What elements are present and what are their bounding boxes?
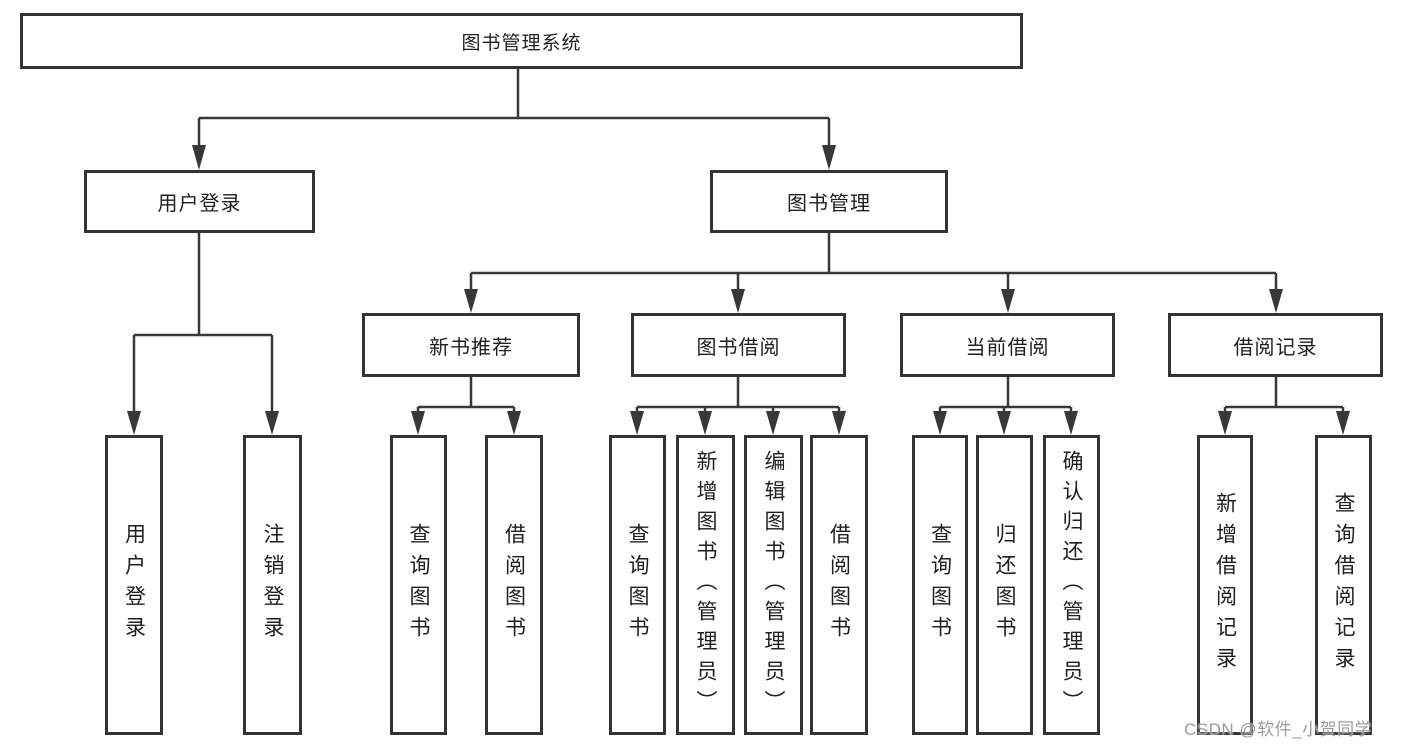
node-book-mgmt-label: 图书管理	[787, 193, 871, 215]
leaf-add-book-admin-label: 新增图书（管理员）	[694, 450, 717, 720]
arrow-down-icon	[698, 411, 712, 435]
leaf-edit-book-admin: 编辑图书（管理员）	[744, 435, 803, 735]
node-borrow-record: 借阅记录	[1168, 313, 1383, 377]
arrow-down-icon	[411, 411, 425, 435]
arrow-down-icon	[822, 145, 836, 170]
arrow-down-icon	[630, 411, 644, 435]
node-user-login-label: 用户登录	[157, 193, 242, 215]
leaf-borrow-book-newrec-label: 借阅图书	[502, 523, 526, 647]
arrow-down-icon	[997, 411, 1011, 435]
leaf-add-borrow-record: 新增借阅记录	[1197, 435, 1253, 735]
arrow-down-icon	[1336, 411, 1350, 435]
node-root: 图书管理系统	[20, 13, 1023, 69]
node-current-borrow-label: 当前借阅	[965, 336, 1050, 359]
leaf-query-book-newrec: 查询图书	[390, 435, 447, 735]
leaf-borrow-book-newrec: 借阅图书	[485, 435, 543, 735]
arrow-down-icon	[1218, 411, 1232, 435]
leaf-query-book-newrec-label: 查询图书	[407, 523, 430, 647]
leaf-query-book-current: 查询图书	[912, 435, 968, 735]
connector-borrow-record	[1223, 377, 1345, 413]
leaf-borrow-book: 借阅图书	[810, 435, 868, 735]
watermark: CSDN @软件_小贺同学	[1184, 720, 1373, 739]
node-book-borrow: 图书借阅	[631, 313, 846, 377]
node-user-login: 用户登录	[84, 170, 315, 233]
leaf-confirm-return-admin-label: 确认归还（管理员）	[1060, 450, 1083, 720]
leaf-borrow-book-label: 借阅图书	[827, 523, 851, 647]
connector-new-book-rec	[416, 377, 516, 413]
leaf-add-book-admin: 新增图书（管理员）	[676, 435, 735, 735]
connector-user-login	[132, 233, 274, 413]
leaf-return-book: 归还图书	[976, 435, 1033, 735]
arrow-down-icon	[731, 289, 745, 313]
leaf-query-borrow-record: 查询借阅记录	[1315, 435, 1372, 735]
leaf-user-login-label: 用户登录	[122, 523, 146, 647]
arrow-down-icon	[265, 411, 279, 435]
leaf-return-book-label: 归还图书	[993, 523, 1016, 647]
arrow-down-icon	[192, 145, 206, 170]
leaf-edit-book-admin-label: 编辑图书（管理员）	[762, 450, 785, 720]
leaf-user-login: 用户登录	[105, 435, 163, 735]
leaf-query-book-borrow-label: 查询图书	[626, 523, 649, 647]
arrow-down-icon	[933, 411, 947, 435]
leaf-logout-label: 注销登录	[261, 523, 284, 647]
arrow-down-icon	[1001, 289, 1015, 313]
node-new-book-rec: 新书推荐	[362, 313, 580, 377]
connector-book-borrow	[635, 377, 841, 413]
arrow-down-icon	[507, 411, 521, 435]
node-borrow-record-label: 借阅记录	[1233, 336, 1318, 359]
leaf-add-borrow-record-label: 新增借阅记录	[1213, 492, 1237, 678]
node-new-book-rec-label: 新书推荐	[429, 336, 513, 359]
leaf-query-borrow-record-label: 查询借阅记录	[1332, 492, 1355, 678]
leaf-logout: 注销登录	[243, 435, 302, 735]
connector-root	[197, 69, 831, 148]
connector-book-mgmt	[469, 233, 1278, 291]
leaf-confirm-return-admin: 确认归还（管理员）	[1043, 435, 1100, 735]
arrow-down-icon	[127, 411, 141, 435]
arrow-down-icon	[1064, 411, 1078, 435]
arrow-down-icon	[1269, 289, 1283, 313]
connector-current-borrow	[938, 377, 1073, 413]
arrow-down-icon	[832, 411, 846, 435]
leaf-query-book-borrow: 查询图书	[609, 435, 666, 735]
node-book-mgmt: 图书管理	[710, 170, 948, 233]
leaf-query-book-current-label: 查询图书	[928, 523, 952, 647]
arrow-down-icon	[766, 411, 780, 435]
arrow-down-icon	[464, 289, 478, 313]
node-root-label: 图书管理系统	[461, 32, 582, 54]
node-current-borrow: 当前借阅	[900, 313, 1115, 377]
node-book-borrow-label: 图书借阅	[696, 336, 781, 359]
